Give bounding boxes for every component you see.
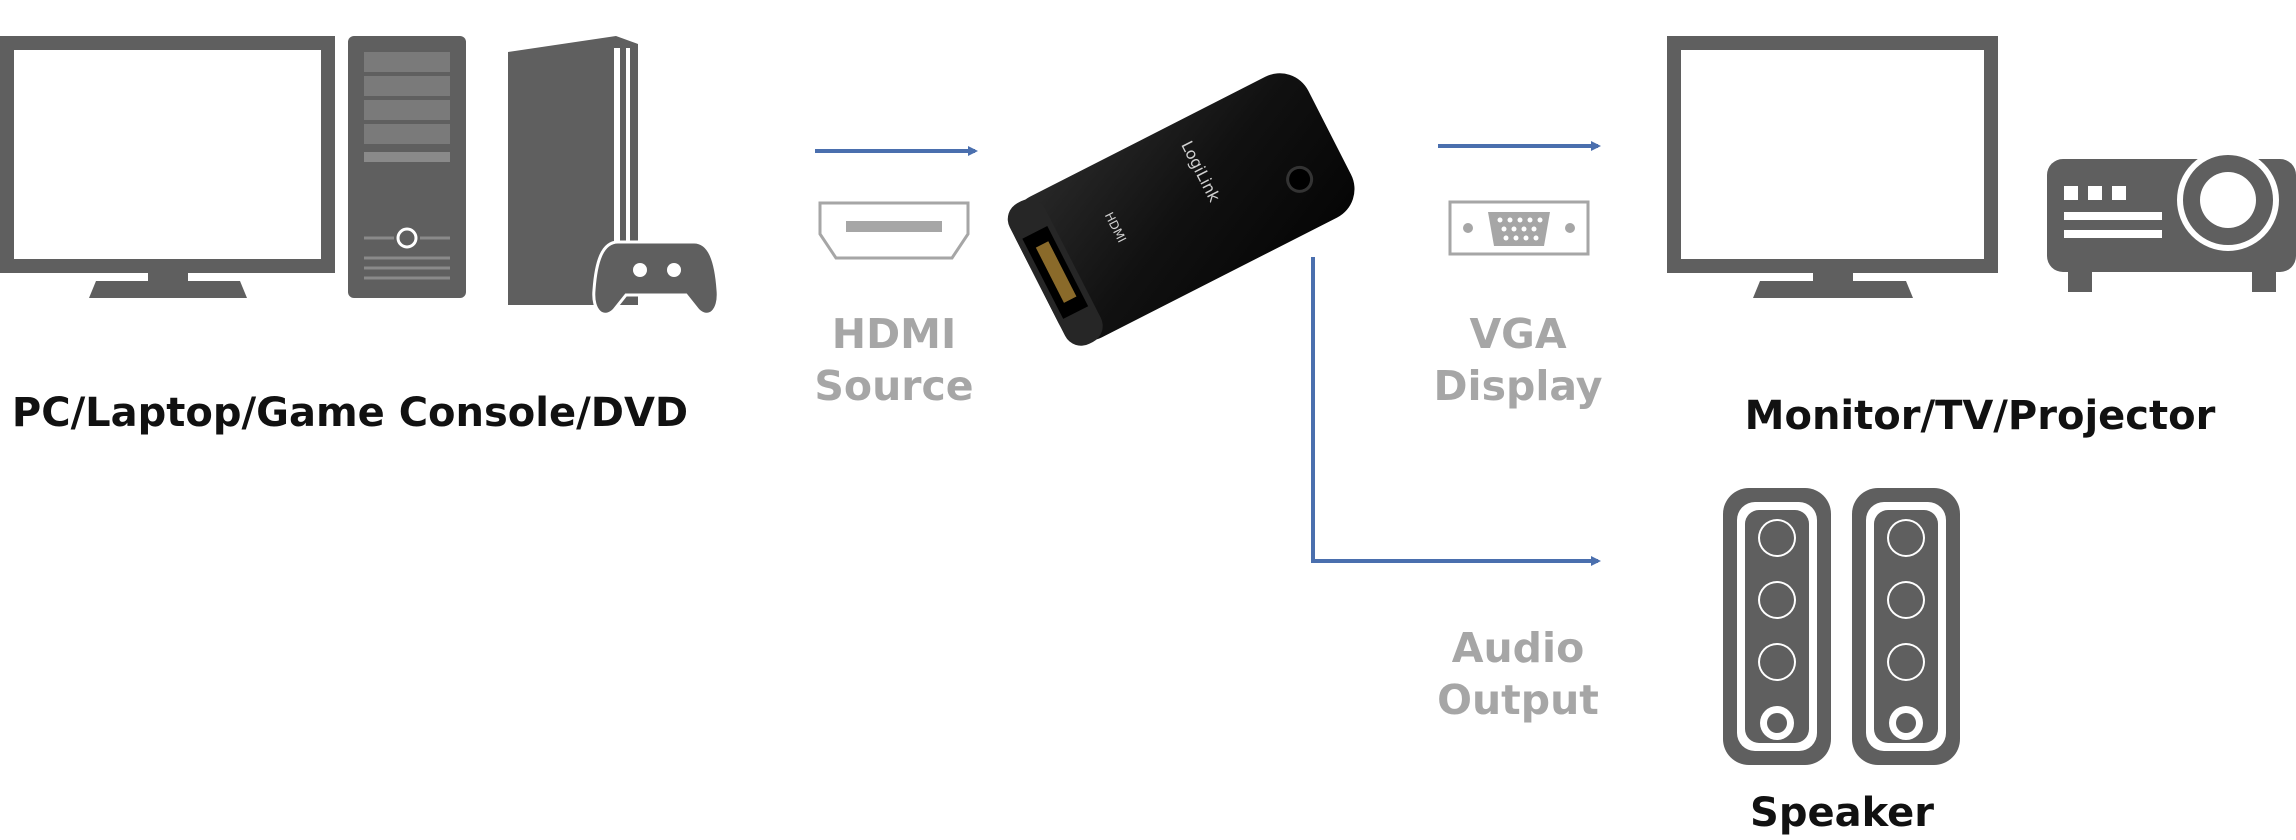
game-console-icon xyxy=(508,36,638,305)
audio-output-arrow xyxy=(1311,257,1601,566)
source-monitor-icon xyxy=(0,36,335,298)
hdmi-label-line1: HDMI xyxy=(831,310,957,358)
source-devices-label: PC/Laptop/Game Console/DVD xyxy=(11,390,689,436)
output-monitor-icon xyxy=(1667,36,1998,298)
audio-output-label: Audio Output xyxy=(1418,622,1618,726)
speaker-label: Speaker xyxy=(1750,790,1934,836)
hdmi-label-line2: Source xyxy=(814,362,974,410)
audio-jack-icon xyxy=(1286,165,1314,193)
vga-connector-icon xyxy=(1448,200,1590,256)
audio-label-line1: Audio xyxy=(1451,624,1585,672)
pc-tower-icon xyxy=(348,36,466,298)
speaker-icon xyxy=(1723,488,1960,765)
left-speaker-icon xyxy=(1723,488,1831,765)
vga-display-label: VGA Display xyxy=(1418,308,1618,412)
hdmi-source-label: HDMI Source xyxy=(794,308,994,412)
vga-label-line2: Display xyxy=(1433,362,1603,410)
right-speaker-icon xyxy=(1852,488,1960,765)
gamepad-icon xyxy=(592,240,720,316)
hdmi-vga-adapter: LogiLink HDMI xyxy=(1007,73,1355,346)
projector-icon xyxy=(2047,149,2296,292)
hdmi-connector-icon xyxy=(818,201,970,260)
display-devices-label: Monitor/TV/Projector xyxy=(1744,393,2216,439)
vga-label-line1: VGA xyxy=(1469,310,1567,358)
audio-label-line2: Output xyxy=(1437,676,1599,724)
hdmi-port-icon xyxy=(1022,226,1089,319)
